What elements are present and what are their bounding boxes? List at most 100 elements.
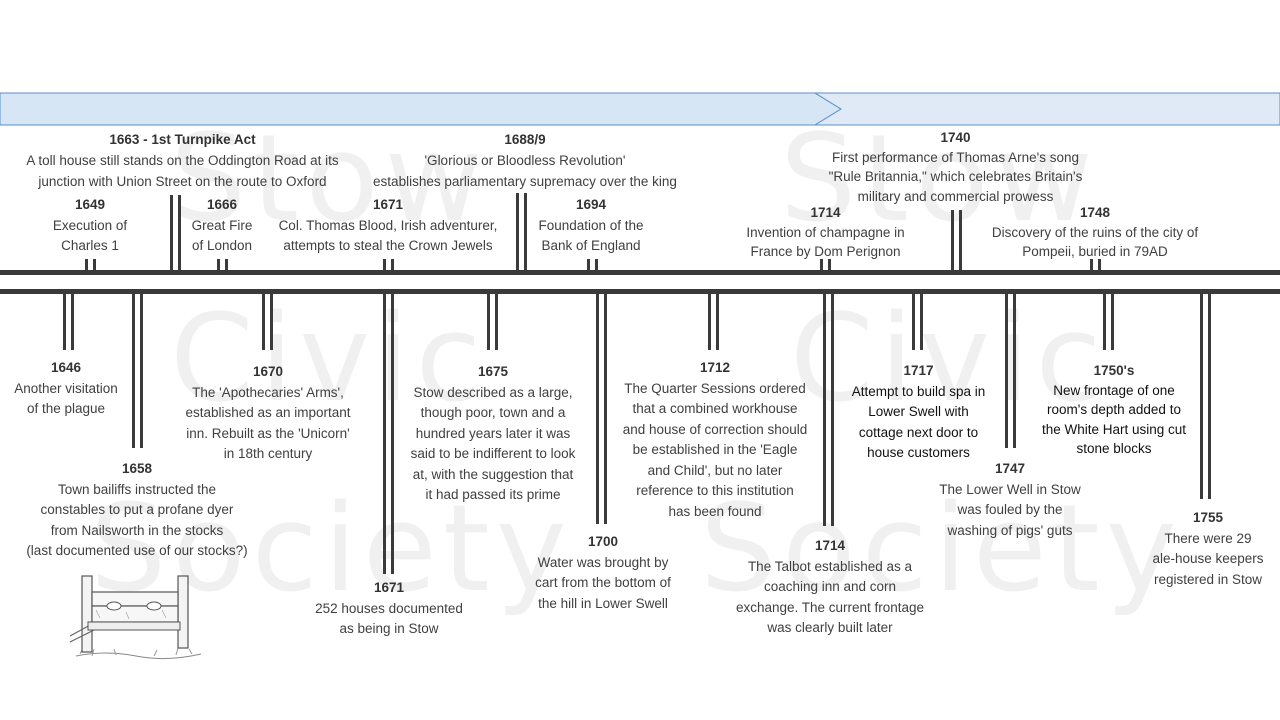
event-year: 1666 <box>182 195 262 216</box>
tick-1750s-b <box>1111 294 1114 350</box>
tick-1740-a <box>951 210 954 271</box>
event-year: 1649 <box>30 195 150 216</box>
event-1671-jewels: 1671 Col. Thomas Blood, Irish adventurer… <box>262 195 514 257</box>
tick-1714b-b <box>831 294 834 526</box>
event-year: 1670 <box>170 362 366 383</box>
tick-1712-b <box>716 294 719 350</box>
event-text: Stow described as a large,though poor, t… <box>400 383 586 506</box>
event-year: 1717 <box>836 361 1001 382</box>
tick-1700-a <box>596 294 599 524</box>
tick-1755-a <box>1200 294 1203 499</box>
tick-1658-a <box>132 294 135 448</box>
event-year: 1694 <box>526 195 656 216</box>
event-text: There were 29ale-house keepersregistered… <box>1140 529 1276 591</box>
timeline-axis-bottom <box>0 289 1280 294</box>
event-1658: 1658 Town bailiffs instructed theconstab… <box>8 459 266 562</box>
tick-1663-a <box>170 195 173 271</box>
tick-1694-a <box>587 259 590 271</box>
tick-1747-a <box>1005 294 1008 448</box>
tick-1717-b <box>920 294 923 350</box>
tick-1675-b <box>495 294 498 350</box>
tick-1694-b <box>595 259 598 271</box>
event-year: 1748 <box>970 203 1220 223</box>
tick-1671b-a <box>383 294 386 574</box>
event-1663: 1663 - 1st Turnpike Act A toll house sti… <box>5 129 360 192</box>
tick-1675-a <box>487 294 490 350</box>
event-text: 'Glorious or Bloodless Revolution'establ… <box>355 150 695 192</box>
tick-1747-b <box>1013 294 1016 448</box>
event-1670: 1670 The 'Apothecaries' Arms',establishe… <box>170 362 366 465</box>
event-1740: 1740 First performance of Thomas Arne's … <box>808 128 1103 206</box>
event-year: 1688/9 <box>355 129 695 150</box>
tick-1750s-a <box>1103 294 1106 350</box>
tick-1670-a <box>262 294 265 350</box>
tick-1649-b <box>93 259 96 271</box>
event-year: 1700 <box>518 532 688 553</box>
event-year: 1712 <box>606 358 824 379</box>
timeline-arrow-band <box>0 92 1280 126</box>
stocks-illustration <box>66 572 206 662</box>
event-text: A toll house still stands on the Oddingt… <box>5 150 360 192</box>
event-year: 1663 - 1st Turnpike Act <box>5 129 360 150</box>
tick-1646-a <box>63 294 66 350</box>
event-year: 1714 <box>720 536 940 557</box>
event-year: 1675 <box>400 362 586 383</box>
tick-1670-b <box>270 294 273 350</box>
event-text: The 'Apothecaries' Arms',established as … <box>170 383 366 465</box>
tick-1671a-a <box>383 259 386 271</box>
event-year: 1755 <box>1140 508 1276 529</box>
tick-1671b-b <box>391 294 394 574</box>
event-1675: 1675 Stow described as a large,though po… <box>400 362 586 506</box>
event-year: 1671 <box>262 195 514 216</box>
tick-1717-a <box>912 294 915 350</box>
tick-1755-b <box>1208 294 1211 499</box>
tick-1666-a <box>217 259 220 271</box>
event-year: 1646 <box>0 358 132 379</box>
event-year: 1747 <box>920 459 1100 480</box>
event-text: Col. Thomas Blood, Irish adventurer,atte… <box>262 216 514 257</box>
tick-1740-b <box>959 210 962 271</box>
event-1688: 1688/9 'Glorious or Bloodless Revolution… <box>355 129 695 192</box>
event-text: First performance of Thomas Arne's song"… <box>808 148 1103 207</box>
tick-1649-a <box>85 259 88 271</box>
tick-1671a-b <box>391 259 394 271</box>
tick-1663-b <box>178 195 181 271</box>
event-year: 1671 <box>300 578 478 599</box>
tick-1688-a <box>516 193 519 271</box>
event-year: 1750's <box>1030 361 1198 381</box>
tick-1658-b <box>140 294 143 448</box>
tick-1712-a <box>708 294 711 350</box>
tick-1666-b <box>225 259 228 271</box>
event-1748: 1748 Discovery of the ruins of the city … <box>970 203 1220 262</box>
tick-1646-b <box>71 294 74 350</box>
timeline-axis-top <box>0 270 1280 275</box>
event-year: 1740 <box>808 128 1103 148</box>
